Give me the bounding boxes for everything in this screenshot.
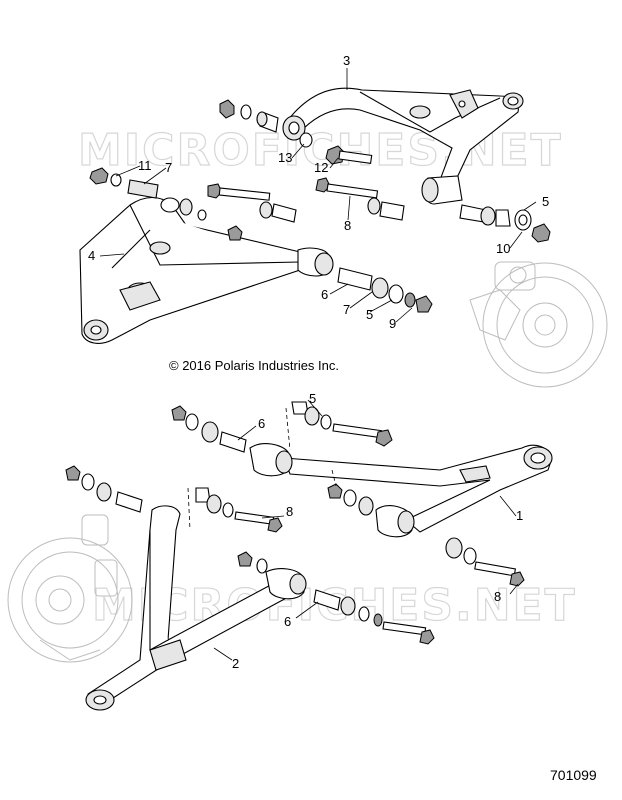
hardware-stack-4-left xyxy=(89,167,207,221)
callout-1: 1 xyxy=(516,508,523,523)
hardware-stack-4-right xyxy=(337,267,433,313)
ghost-brake-hub-right xyxy=(469,261,608,388)
hardware-stack-2-bottom xyxy=(237,551,435,645)
callout-5b: 5 xyxy=(366,307,373,322)
hardware-stack-3-right xyxy=(459,204,551,243)
callout-6: 6 xyxy=(321,287,328,302)
bolt-4-upper xyxy=(207,183,297,241)
callouts: 3 11 7 13 12 8 4 5 10 6 7 5 9 5 6 8 1 8 … xyxy=(88,53,549,671)
callout-6b: 6 xyxy=(258,416,265,431)
callout-8b: 8 xyxy=(286,504,293,519)
hardware-stack-1-top-right xyxy=(291,401,393,447)
hardware-stack-3-left xyxy=(219,99,313,148)
bolt-12 xyxy=(325,145,373,165)
ghost-brake-hub-left xyxy=(7,514,133,663)
callout-5: 5 xyxy=(542,194,549,209)
hardware-stack-2-top xyxy=(65,465,143,513)
callout-8: 8 xyxy=(344,218,351,233)
upper-a-arm-rear xyxy=(282,87,524,205)
lower-a-arm-front-right xyxy=(249,443,553,538)
callout-4: 4 xyxy=(88,248,95,263)
callout-11: 11 xyxy=(138,158,152,173)
callout-9: 9 xyxy=(389,316,396,331)
callout-3: 3 xyxy=(343,53,350,68)
hardware-stack-2-mid xyxy=(195,487,283,533)
callout-10: 10 xyxy=(496,241,510,256)
callout-5c: 5 xyxy=(309,391,316,406)
hardware-stack-1-bottom xyxy=(445,537,525,587)
callout-7b: 7 xyxy=(343,302,350,317)
lower-a-arm-rear xyxy=(79,179,334,344)
copyright-notice: © 2016 Polaris Industries Inc. xyxy=(169,358,339,373)
callout-2: 2 xyxy=(232,656,239,671)
callout-8c: 8 xyxy=(494,589,501,604)
callout-6c: 6 xyxy=(284,614,291,629)
hardware-stack-1-top xyxy=(171,405,247,453)
leader-lines xyxy=(99,68,537,661)
hardware-stack-1-mid xyxy=(327,483,374,516)
lower-a-arm-front-left xyxy=(85,505,307,711)
bolt-8-upper xyxy=(315,177,405,221)
document-number: 701099 xyxy=(550,767,597,783)
callout-7: 7 xyxy=(165,160,172,175)
callout-12: 12 xyxy=(314,160,328,175)
callout-13: 13 xyxy=(278,150,292,165)
